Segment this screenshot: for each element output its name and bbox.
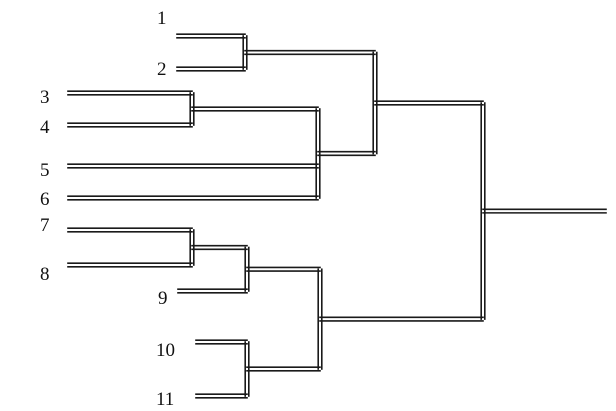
leaf-label-4: 4 bbox=[40, 117, 50, 138]
leaf-label-9: 9 bbox=[158, 288, 168, 309]
leaf-label-2: 2 bbox=[157, 59, 167, 80]
leaf-label-11: 11 bbox=[156, 389, 174, 410]
dendrogram-leaf-labels: 1 2 3 4 5 6 7 8 9 10 11 bbox=[40, 8, 175, 410]
dendrogram-branches bbox=[67, 33, 607, 399]
leaf-label-3: 3 bbox=[40, 87, 50, 108]
leaf-label-1: 1 bbox=[157, 8, 167, 29]
leaf-label-6: 6 bbox=[40, 189, 50, 210]
leaf-label-5: 5 bbox=[40, 160, 50, 181]
leaf-label-7: 7 bbox=[40, 215, 50, 236]
leaf-label-10: 10 bbox=[156, 340, 175, 361]
leaf-label-8: 8 bbox=[40, 264, 50, 285]
